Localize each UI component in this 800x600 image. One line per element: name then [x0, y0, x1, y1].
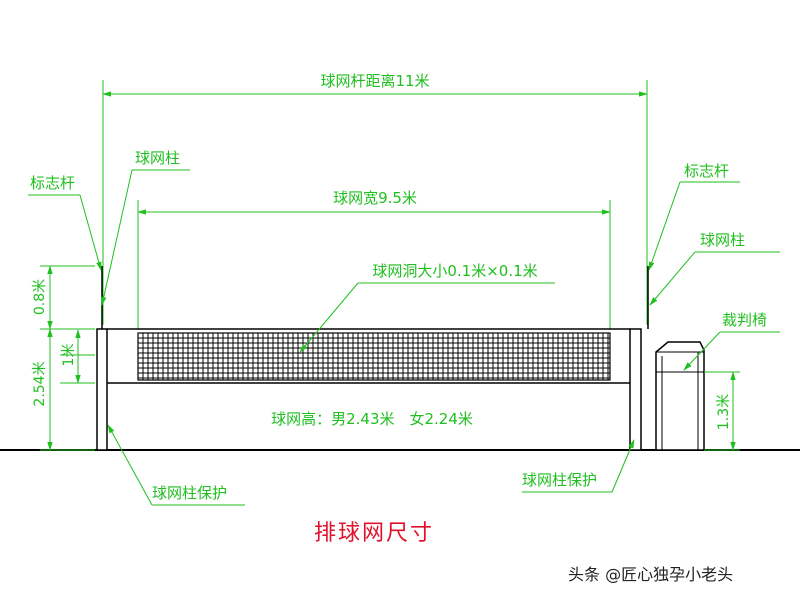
left-net-post-label: 球网柱 [135, 149, 180, 167]
right-net-post-callout: 球网柱 [649, 231, 780, 306]
right-net-post-label: 球网柱 [700, 231, 745, 249]
dim-marker-height: 0.8米 [32, 279, 48, 315]
left-net-post [96, 328, 108, 451]
referee-chair-label: 裁判椅 [722, 311, 767, 329]
left-post-protector-callout: 球网柱保护 [107, 424, 245, 506]
left-post-protector-label: 球网柱保护 [152, 484, 227, 502]
watermark-text: 头条 @匠心独孕小老头 [568, 565, 733, 584]
diagram-title: 排球网尺寸 [314, 521, 434, 546]
net-height-label: 球网高：男2.43米 女2.24米 [271, 410, 473, 428]
dim-post-height: 2.54米 [32, 361, 48, 406]
mesh-label: 球网洞大小0.1米×0.1米 [372, 262, 537, 280]
referee-chair: 1.3米 [655, 341, 740, 451]
left-height-dimensions: 0.8米 2.54米 1米 [32, 265, 95, 451]
right-marker-pole-label: 标志杆 [684, 162, 729, 180]
left-net-post-callout: 球网柱 [101, 149, 190, 306]
net-mesh [137, 332, 611, 381]
dim-net-height: 1米 [61, 344, 77, 367]
right-post-protector-label: 球网柱保护 [522, 471, 597, 489]
right-net-post [629, 328, 642, 451]
net-mesh-frame [137, 332, 611, 381]
right-post-protector-callout: 球网柱保护 [522, 439, 635, 493]
post-distance-dimension: 球网杆距离11米 [102, 72, 648, 325]
right-marker-pole-callout: 标志杆 [648, 162, 740, 271]
referee-chair-callout: 裁判椅 [683, 311, 780, 371]
dim-chair-height: 1.3米 [716, 394, 732, 430]
net-width-dimension: 球网宽9.5米 [137, 189, 611, 330]
net-width-label: 球网宽9.5米 [333, 189, 417, 207]
mesh-annotation: 球网洞大小0.1米×0.1米 [299, 262, 555, 353]
left-marker-pole-callout: 标志杆 [28, 174, 102, 271]
post-distance-label: 球网杆距离11米 [320, 72, 429, 90]
left-marker-pole-label: 标志杆 [30, 174, 75, 192]
